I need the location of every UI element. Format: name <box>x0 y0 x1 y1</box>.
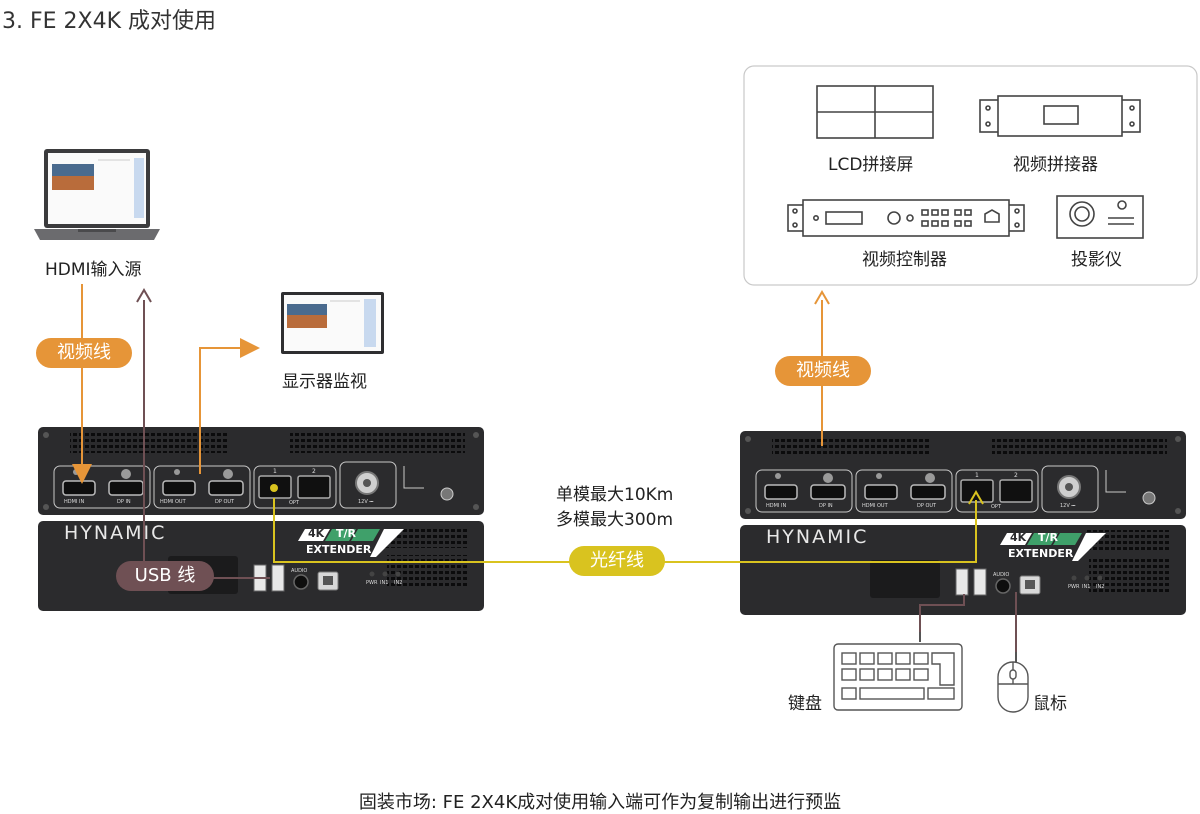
monitor-icon <box>281 292 384 354</box>
mouse-label: 鼠标 <box>1033 694 1067 714</box>
port-dp-in-right: DP IN <box>819 503 833 509</box>
keyboard-icon <box>833 643 963 711</box>
projector-label: 投影仪 <box>1071 250 1122 270</box>
badge-4k-right: 4K <box>1010 531 1027 544</box>
badge-extender-right: EXTENDER <box>1008 547 1074 560</box>
port-hdmi-in-right: HDMI IN <box>766 503 787 509</box>
port-audio-right: AUDIO <box>993 572 1010 578</box>
bottom-caption: 固装市场: FE 2X4K成对使用输入端可作为复制输出进行预监 <box>358 792 842 813</box>
left-extender-device <box>38 427 484 611</box>
fiber-spec-single-mode: 单模最大10Km <box>556 485 674 505</box>
port-opt2-right: 2 <box>1014 472 1018 479</box>
video-splicer-label: 视频拼接器 <box>1013 155 1098 175</box>
port-audio-left: AUDIO <box>291 568 308 574</box>
led-in1-left: IN1 <box>380 580 389 586</box>
port-opt1-right: 1 <box>975 472 979 479</box>
port-opt1-left: 1 <box>273 468 277 475</box>
usb-cable-label: USB 线 <box>116 561 214 591</box>
fiber-spec-multi-mode: 多模最大300m <box>556 510 674 530</box>
led-pwr-right: PWR <box>1068 584 1080 590</box>
brand-logo-left: HYNAMIC <box>64 522 167 544</box>
projector-icon <box>1056 195 1144 239</box>
led-pwr-left: PWR <box>366 580 378 586</box>
badge-tr-left: T/R <box>336 527 356 540</box>
right-extender-device <box>740 431 1186 615</box>
lcd-wall-label: LCD拼接屏 <box>828 155 914 175</box>
badge-4k-left: 4K <box>308 527 325 540</box>
monitor-label: 显示器监视 <box>282 372 367 392</box>
video-controller-icon <box>787 199 1025 237</box>
keyboard-label: 键盘 <box>788 694 822 714</box>
port-opt-right: OPT <box>991 504 1002 510</box>
port-opt2-left: 2 <box>312 468 316 475</box>
keyboard-cable <box>919 594 965 632</box>
video-cable-right-arrowhead <box>814 290 830 305</box>
badge-extender-left: EXTENDER <box>306 543 372 556</box>
mouse-icon <box>997 661 1029 713</box>
source-label: HDMI输入源 <box>45 260 142 280</box>
video-cable-label-left: 视频线 <box>36 338 132 368</box>
port-dp-out-left: DP OUT <box>215 499 235 505</box>
port-hdmi-in-left: HDMI IN <box>64 499 85 505</box>
port-hdmi-out-right: HDMI OUT <box>862 503 888 509</box>
fiber-cable-label: 光纤线 <box>569 546 665 576</box>
port-dp-in-left: DP IN <box>117 499 131 505</box>
video-controller-label: 视频控制器 <box>862 250 947 270</box>
brand-logo-right: HYNAMIC <box>766 526 869 548</box>
fiber-cable-arrowhead <box>968 490 984 505</box>
led-in2-left: IN2 <box>394 580 403 586</box>
port-opt-left: OPT <box>289 500 300 506</box>
video-splicer-icon <box>979 95 1141 137</box>
outputs-box <box>743 65 1198 286</box>
monitor-video-cable <box>199 338 260 474</box>
port-power-right: 12V ⎓ <box>1060 503 1076 509</box>
fiber-port-dot <box>270 484 278 492</box>
video-cable-label-right: 视频线 <box>775 356 871 386</box>
port-power-left: 12V ⎓ <box>358 499 374 505</box>
port-hdmi-out-left: HDMI OUT <box>160 499 186 505</box>
page-title: 3. FE 2X4K 成对使用 <box>2 9 217 34</box>
badge-tr-right: T/R <box>1038 531 1058 544</box>
lcd-wall-icon <box>816 85 934 139</box>
usb-cable-arrowhead <box>136 288 152 303</box>
laptop-icon <box>34 149 160 240</box>
led-in2-right: IN2 <box>1096 584 1105 590</box>
port-dp-out-right: DP OUT <box>917 503 937 509</box>
led-in1-right: IN1 <box>1082 584 1091 590</box>
